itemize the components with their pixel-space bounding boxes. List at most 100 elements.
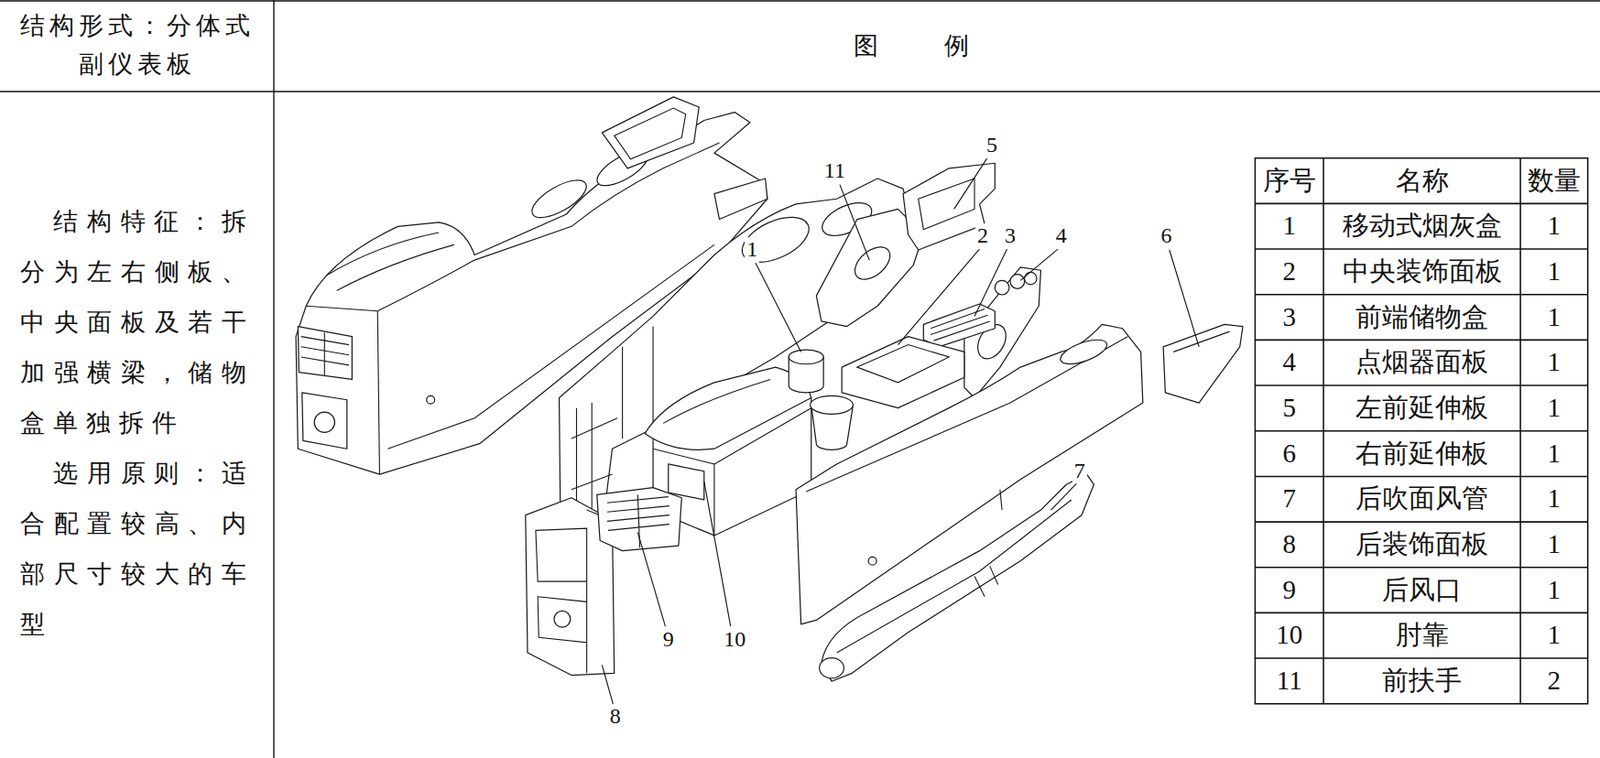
table-cell: 1 <box>1547 529 1562 560</box>
cell-text: 选用原则：适合配置较高、内部尺寸较大的车型 <box>20 448 255 651</box>
table-rule <box>1254 566 1588 569</box>
table-cell: 6 <box>1282 438 1296 469</box>
table-cell: 序号 <box>1262 165 1317 196</box>
rear-box <box>302 392 348 449</box>
box-hatch <box>930 309 991 342</box>
table-cell: 1 <box>1547 392 1562 424</box>
table-rule <box>1254 203 1588 206</box>
leader-line <box>974 249 1008 317</box>
duct-body <box>821 474 1094 682</box>
callout-number: 1 <box>744 237 760 263</box>
table-cell: 5 <box>1282 392 1296 424</box>
vent-body <box>597 488 682 552</box>
socket <box>994 280 1010 295</box>
cup-holder <box>810 395 854 450</box>
table-cell: 1 <box>1547 575 1562 606</box>
callout-number: 4 <box>1054 224 1069 251</box>
table-cell: 前扶手 <box>1382 665 1462 697</box>
right-front-extension <box>1163 324 1243 403</box>
ashtray-top <box>788 349 824 365</box>
air-duct <box>819 474 1095 682</box>
rear-vent <box>297 326 352 381</box>
table-rule <box>1254 476 1588 479</box>
table-cell: 1 <box>1547 438 1562 469</box>
table-cell: 1 <box>1547 620 1562 652</box>
extension-panel <box>1163 324 1243 403</box>
table-cell: 7 <box>1282 484 1296 515</box>
rear-knob <box>314 412 335 433</box>
table-cell: 1 <box>1547 256 1562 287</box>
table-rule <box>1254 339 1588 342</box>
extension-inner <box>918 178 975 230</box>
table-cell: 2 <box>1547 665 1562 697</box>
leader-line <box>601 664 613 705</box>
trim-opening <box>857 345 949 383</box>
description-cell: 结构特征：拆分为左右侧板、中央面板及若干加强横梁，储物盒单独拆件选用原则：适合配… <box>0 91 274 758</box>
front-storage-box <box>923 304 995 348</box>
leader-lines <box>601 157 1199 706</box>
leader-line <box>704 481 731 627</box>
leader-line <box>839 185 870 261</box>
callout-number: 2 <box>975 224 991 251</box>
armrest-lid <box>326 232 476 312</box>
side-hole <box>426 395 436 404</box>
leader-line <box>1020 249 1058 282</box>
left-front-extension <box>903 163 995 251</box>
table-cell: 8 <box>1282 529 1296 560</box>
callout-number: 3 <box>1002 224 1018 251</box>
leader-line <box>954 157 989 210</box>
callout-number: 7 <box>1072 458 1088 485</box>
callout-number: 10 <box>721 627 748 654</box>
callout-number: 8 <box>608 704 623 730</box>
armrest-hole <box>848 240 896 286</box>
table-cell: 后装饰面板 <box>1355 529 1489 560</box>
table-cell: 名称 <box>1395 165 1449 196</box>
rear-vent <box>597 488 682 552</box>
table-cell: 后吹面风管 <box>1355 484 1489 515</box>
center-trim-panel <box>841 337 965 409</box>
table-rule <box>1254 430 1588 433</box>
parts-table <box>1254 158 1588 705</box>
cup-holder <box>526 173 592 226</box>
vent-louver <box>607 494 670 548</box>
table-cell: 11 <box>1276 665 1303 697</box>
table-rule <box>1254 293 1588 296</box>
duct-seam <box>837 500 1072 654</box>
table-rule <box>272 0 274 758</box>
armrest-lid <box>644 367 812 450</box>
table-cell: 1 <box>1547 211 1562 242</box>
table-cell: 前端储物盒 <box>1355 302 1489 333</box>
table-cell: 右前延伸板 <box>1355 438 1489 469</box>
callout-number: 5 <box>984 133 1000 160</box>
callout-number: 9 <box>661 627 676 654</box>
leader-line <box>897 249 980 346</box>
header-cell: 结构形式：分体式 副仪表板 <box>0 0 274 92</box>
table-cell: 10 <box>1275 620 1303 652</box>
leader-line <box>1169 250 1199 348</box>
table-cell: 4 <box>1282 348 1296 379</box>
cup-top <box>810 395 854 414</box>
table-cell: 9 <box>1282 575 1296 606</box>
table-cell: 移动式烟灰盒 <box>1342 211 1503 242</box>
leader-line <box>637 533 665 628</box>
table-cell: 中央装饰面板 <box>1342 256 1503 287</box>
cell-text: 结构特征：拆分为左右侧板、中央面板及若干加强横梁，储物盒单独拆件 <box>20 196 255 449</box>
side-hole <box>868 556 877 566</box>
panel-knob <box>554 610 571 628</box>
table-rule <box>0 90 1600 92</box>
storage-box <box>923 304 995 348</box>
callout-number: 11 <box>822 158 848 185</box>
front-bezel <box>601 97 699 169</box>
leader-line <box>1051 483 1078 511</box>
table-rule <box>0 0 1600 1</box>
frame-opening <box>735 207 817 272</box>
table-cell: 左前延伸板 <box>1355 392 1489 424</box>
table-rule <box>1254 521 1588 523</box>
table-border <box>1254 158 1588 705</box>
cup-opening <box>1057 335 1111 370</box>
header-cell: 图例 <box>273 0 1600 92</box>
table-cell: 后风口 <box>1382 575 1462 606</box>
table-cell: 1 <box>1547 302 1562 333</box>
table-cell: 1 <box>1282 211 1296 242</box>
